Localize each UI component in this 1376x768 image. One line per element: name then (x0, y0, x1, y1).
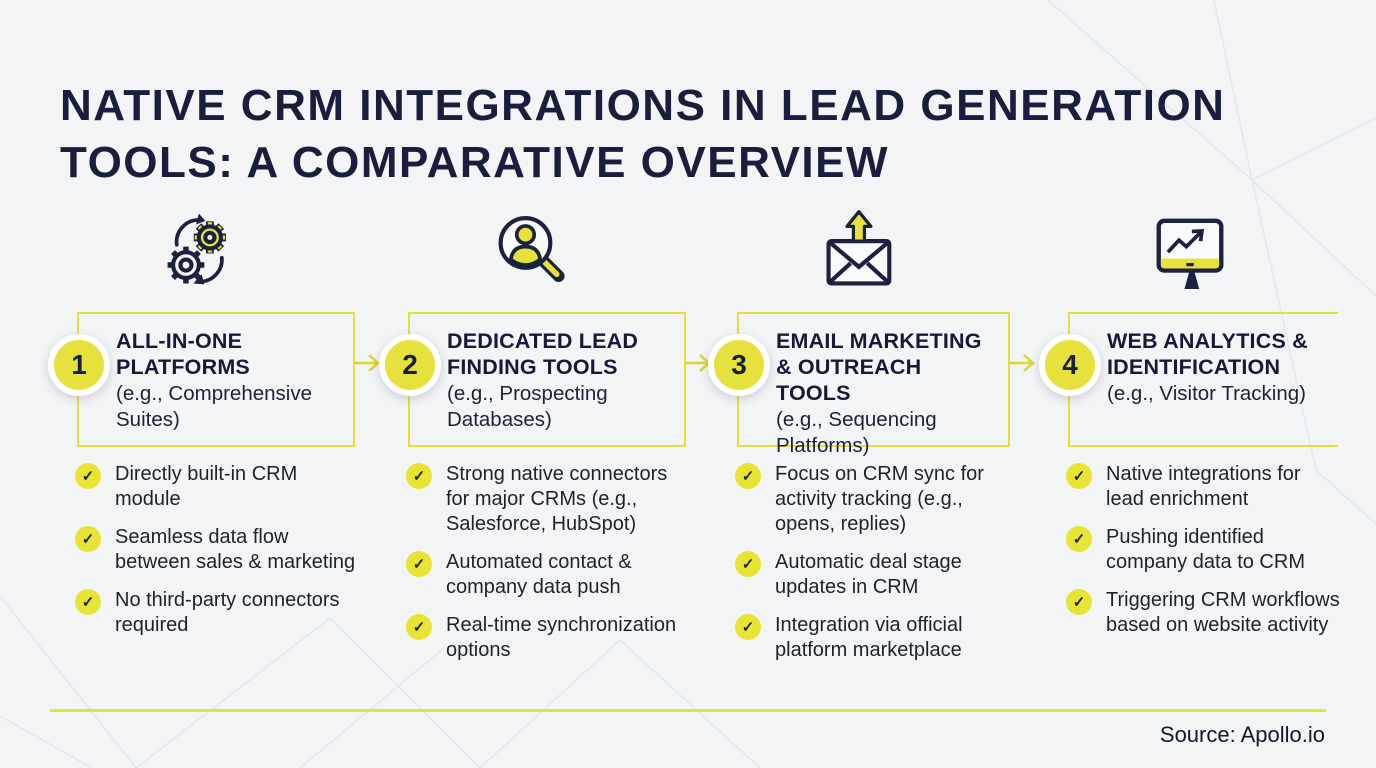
stage-number-badge-3: 3 (708, 334, 770, 396)
stage-number-badge-4: 4 (1039, 334, 1101, 396)
feature-text: Strong native connectors for major CRMs … (446, 463, 668, 535)
list-item: ✓ Integration via official platform mark… (735, 613, 1020, 663)
page-title-line2: TOOLS: A COMPARATIVE OVERVIEW (60, 138, 890, 188)
stage-box-1: 1 ALL-IN-ONE PLATFORMS (e.g., Comprehens… (48, 312, 355, 447)
checkmark-icon: ✓ (735, 551, 761, 577)
checkmark-icon: ✓ (406, 614, 432, 640)
sync-gears-icon (151, 208, 243, 300)
source-credit: Source: Apollo.io (1159, 722, 1325, 747)
stage-number: 3 (731, 349, 747, 380)
list-item: ✓ Directly built-in CRM module (75, 462, 365, 512)
checkmark-icon: ✓ (1066, 589, 1092, 615)
stage-box-4: 4 WEB ANALYTICS & IDENTIFICATION (e.g., … (1039, 312, 1338, 447)
stage-subtitle: (e.g., Comprehensive Suites) (116, 382, 312, 431)
feature-list-3: ✓ Focus on CRM sync for activity trackin… (735, 462, 1020, 676)
list-item: ✓ Seamless data flow between sales & mar… (75, 525, 365, 575)
feature-text: Integration via official platform market… (775, 614, 963, 661)
stage-subtitle: (e.g., Visitor Tracking) (1107, 382, 1306, 405)
list-item: ✓ Focus on CRM sync for activity trackin… (735, 462, 1020, 537)
stage-title: ALL-IN-ONE PLATFORMS (116, 329, 250, 379)
arrow-right-icon (354, 354, 380, 372)
list-item: ✓ Real-time synchronization options (406, 613, 691, 663)
list-item: ✓ Pushing identified company data to CRM (1066, 525, 1341, 575)
list-item: ✓ Strong native connectors for major CRM… (406, 462, 691, 537)
feature-text: Native integrations for lead enrichment (1106, 463, 1301, 510)
checkmark-icon: ✓ (1066, 463, 1092, 489)
stage-title: WEB ANALYTICS & IDENTIFICATION (1107, 329, 1308, 379)
feature-text: Real-time synchronization options (446, 614, 677, 661)
page-title-line1: NATIVE CRM INTEGRATIONS IN LEAD GENERATI… (60, 81, 1226, 131)
stage-title: EMAIL MARKETING & OUTREACH TOOLS (776, 329, 982, 405)
feature-text: Triggering CRM workflows based on websit… (1106, 589, 1340, 636)
feature-text: Automatic deal stage updates in CRM (775, 551, 962, 598)
stage-number-badge-2: 2 (379, 334, 441, 396)
checkmark-icon: ✓ (1066, 526, 1092, 552)
feature-text: No third-party connectors required (115, 589, 340, 636)
email-outreach-icon (812, 208, 904, 300)
footer-divider (50, 709, 1326, 712)
list-item: ✓ Automated contact & company data push (406, 550, 691, 600)
lead-search-icon (485, 208, 577, 300)
checkmark-icon: ✓ (735, 614, 761, 640)
stage-title: DEDICATED LEAD FINDING TOOLS (447, 329, 639, 379)
feature-text: Focus on CRM sync for activity tracking … (775, 463, 984, 535)
checkmark-icon: ✓ (75, 589, 101, 615)
feature-list-4: ✓ Native integrations for lead enrichmen… (1066, 462, 1341, 651)
list-item: ✓ Triggering CRM workflows based on webs… (1066, 588, 1341, 638)
checkmark-icon: ✓ (75, 526, 101, 552)
feature-list-2: ✓ Strong native connectors for major CRM… (406, 462, 691, 676)
list-item: ✓ Automatic deal stage updates in CRM (735, 550, 1020, 600)
feature-text: Pushing identified company data to CRM (1106, 526, 1305, 573)
list-item: ✓ Native integrations for lead enrichmen… (1066, 462, 1341, 512)
stage-number: 1 (71, 349, 87, 380)
stage-number: 4 (1062, 349, 1078, 380)
feature-text: Directly built-in CRM module (115, 463, 298, 510)
feature-list-1: ✓ Directly built-in CRM module ✓ Seamles… (75, 462, 365, 651)
feature-text: Seamless data flow between sales & marke… (115, 526, 356, 573)
list-item: ✓ No third-party connectors required (75, 588, 365, 638)
stage-number-badge-1: 1 (48, 334, 110, 396)
stage-box-2: 2 DEDICATED LEAD FINDING TOOLS (e.g., Pr… (379, 312, 686, 447)
arrow-right-icon (1009, 354, 1035, 372)
page-title: NATIVE CRM INTEGRATIONS IN LEAD GENERATI… (60, 77, 1340, 191)
stage-number: 2 (402, 349, 418, 380)
checkmark-icon: ✓ (406, 463, 432, 489)
web-analytics-icon (1144, 208, 1236, 300)
stage-box-3: 3 EMAIL MARKETING & OUTREACH TOOLS (e.g.… (708, 312, 1010, 457)
stage-subtitle: (e.g., Sequencing Platforms) (776, 408, 937, 457)
feature-text: Automated contact & company data push (446, 551, 632, 598)
checkmark-icon: ✓ (406, 551, 432, 577)
checkmark-icon: ✓ (735, 463, 761, 489)
checkmark-icon: ✓ (75, 463, 101, 489)
stage-subtitle: (e.g., Prospecting Databases) (447, 382, 608, 431)
